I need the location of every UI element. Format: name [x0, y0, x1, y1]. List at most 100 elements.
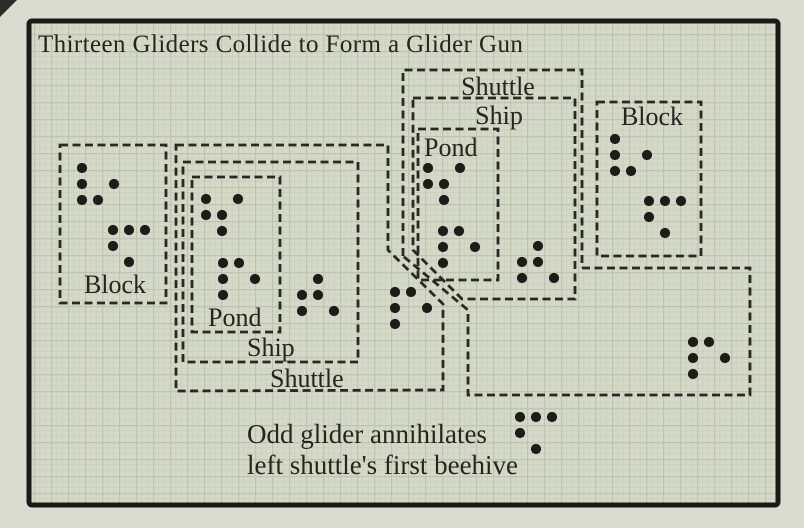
live-cell-dot [328, 305, 340, 317]
live-cell-dot [641, 149, 653, 161]
live-cell-dot [516, 272, 528, 284]
live-cell-dot [454, 162, 466, 174]
live-cell-dot [389, 318, 401, 330]
live-cell-dot [296, 289, 308, 301]
live-cell-dot [643, 195, 655, 207]
right-pond-glider-1 [422, 162, 466, 206]
odd-glider [514, 411, 558, 455]
live-cell-dot [514, 427, 526, 439]
live-cell-dot [76, 162, 88, 174]
live-cell-dot [123, 224, 135, 236]
right-block-glider-1 [609, 133, 653, 177]
live-cell-dot [233, 257, 245, 269]
live-cell-dot [516, 256, 528, 268]
right-ship-box [411, 96, 577, 301]
live-cell-dot [643, 211, 655, 223]
right-block-glider-2 [643, 195, 687, 239]
right-ship-label: Ship [475, 101, 523, 130]
live-cell-dot [107, 224, 119, 236]
right-block-box [595, 100, 703, 258]
right-shuttle-label: Shuttle [461, 72, 535, 101]
live-cell-dot [532, 256, 544, 268]
live-cell-dot [422, 178, 434, 190]
live-cell-dot [546, 411, 558, 423]
live-cell-dot [92, 194, 104, 206]
live-cell-dot [530, 411, 542, 423]
right-ship-glider [516, 240, 560, 284]
live-cell-dot [312, 273, 324, 285]
live-cell-dot [687, 352, 699, 364]
live-cell-dot [609, 165, 621, 177]
live-cell-dot [389, 286, 401, 298]
left-pond-label: Pond [208, 303, 261, 332]
beehive-box-glider [687, 336, 731, 380]
live-cell-dot [217, 257, 229, 269]
live-cell-dot [123, 256, 135, 268]
left-block-glider-1 [76, 162, 120, 206]
live-cell-dot [249, 273, 261, 285]
live-cell-dot [548, 272, 560, 284]
live-cell-dot [76, 194, 88, 206]
live-cell-dot [453, 225, 465, 237]
right-pond-glider-2 [437, 225, 481, 269]
live-cell-dot [107, 240, 119, 252]
live-cell-dot [139, 224, 151, 236]
left-shuttle-box [174, 143, 445, 393]
live-cell-dot [687, 368, 699, 380]
live-cell-dot [232, 193, 244, 205]
live-cell-dot [216, 209, 228, 221]
live-cell-dot [76, 178, 88, 190]
live-cell-dot [532, 240, 544, 252]
live-cell-dot [687, 336, 699, 348]
live-cell-dot [609, 133, 621, 145]
live-cell-dot [200, 193, 212, 205]
channel-glider [389, 286, 433, 330]
live-cell-dot [659, 195, 671, 207]
live-cell-dot [438, 178, 450, 190]
right-pond-box [416, 127, 500, 282]
gliders-layer [76, 133, 731, 455]
live-cell-dot [514, 411, 526, 423]
beehive-box [402, 254, 752, 397]
right-pond-label: Pond [424, 133, 477, 162]
live-cell-dot [437, 225, 449, 237]
left-ship-label: Ship [247, 333, 295, 362]
scan-artifact [0, 0, 17, 17]
left-block-box [58, 143, 168, 305]
caption-line-2: left shuttle's first beehive [247, 450, 518, 480]
live-cell-dot [422, 162, 434, 174]
live-cell-dot [659, 227, 671, 239]
live-cell-dot [200, 209, 212, 221]
left-block-glider-2 [107, 224, 151, 268]
live-cell-dot [312, 289, 324, 301]
live-cell-dot [438, 194, 450, 206]
live-cell-dot [421, 302, 433, 314]
diagram-title: Thirteen Gliders Collide to Form a Glide… [38, 31, 523, 58]
right-block-label: Block [621, 102, 683, 131]
live-cell-dot [437, 257, 449, 269]
live-cell-dot [530, 443, 542, 455]
live-cell-dot [405, 286, 417, 298]
live-cell-dot [703, 336, 715, 348]
diagram-frame [26, 18, 781, 508]
left-ship-box [181, 160, 360, 364]
live-cell-dot [625, 165, 637, 177]
live-cell-dot [296, 305, 308, 317]
left-pond-box [190, 175, 282, 334]
right-shuttle-box [401, 68, 584, 268]
live-cell-dot [389, 302, 401, 314]
live-cell-dot [609, 149, 621, 161]
left-ship-glider [296, 273, 340, 317]
live-cell-dot [675, 195, 687, 207]
left-pond-glider-1 [200, 193, 244, 237]
live-cell-dot [216, 225, 228, 237]
caption-line-1: Odd glider annihilates [247, 419, 487, 449]
left-shuttle-label: Shuttle [270, 364, 344, 393]
live-cell-dot [469, 241, 481, 253]
live-cell-dot [217, 273, 229, 285]
live-cell-dot [719, 352, 731, 364]
live-cell-dot [108, 178, 120, 190]
live-cell-dot [437, 241, 449, 253]
left-pond-glider-2 [217, 257, 261, 301]
